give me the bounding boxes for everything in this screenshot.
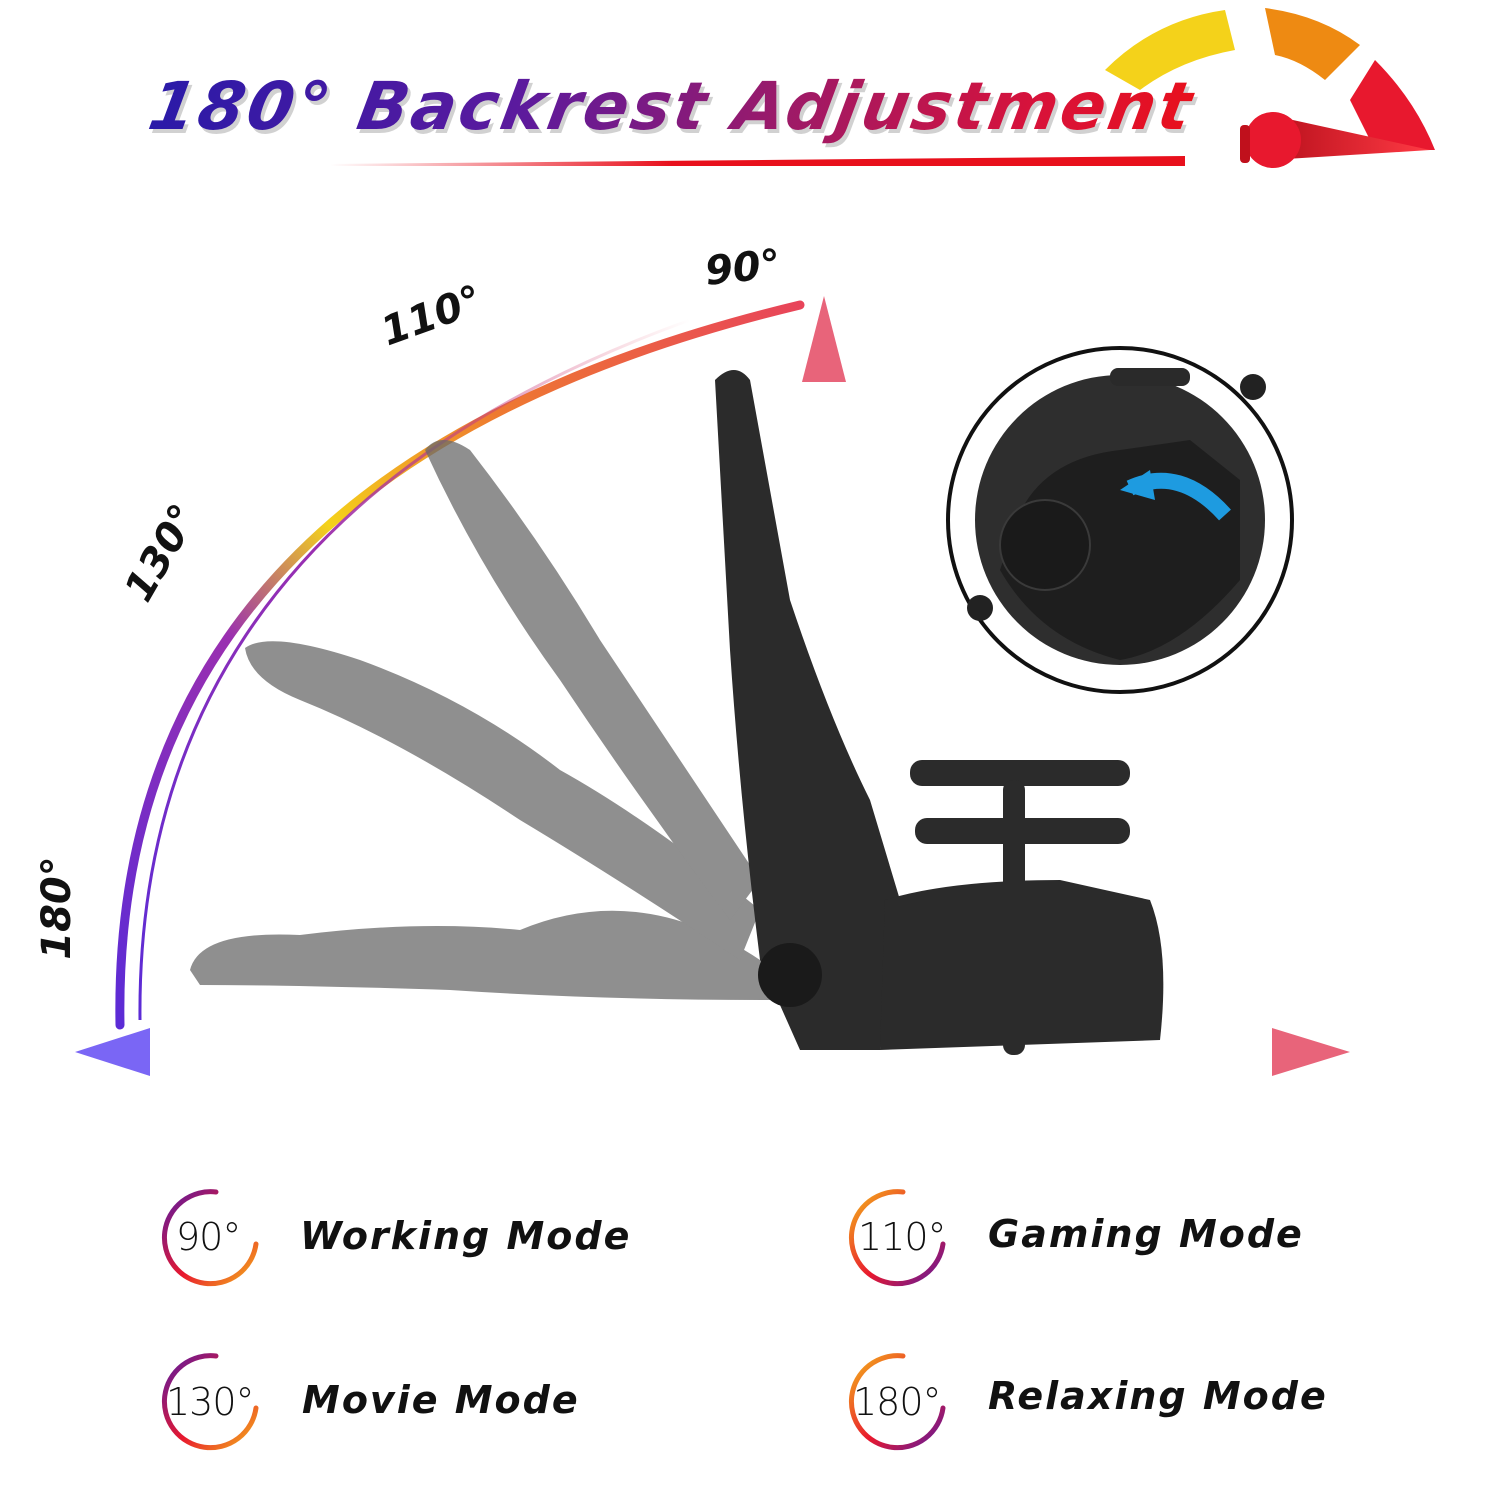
angle-label-180: 180°: [33, 856, 80, 960]
angle-arc: [115, 300, 805, 1030]
backrest-130: [245, 641, 760, 960]
title-underline: [330, 156, 1185, 166]
mode-degree-gaming: 110°: [858, 1215, 947, 1259]
angle-label-90: 90°: [702, 241, 783, 295]
mode-degree-relaxing: 180°: [853, 1380, 942, 1424]
recline-lever-detail-inset: [946, 346, 1294, 694]
mode-label-gaming: Gaming Mode: [988, 1212, 1304, 1256]
mode-ring-icon: [161, 1189, 259, 1287]
mode-label-movie: Movie Mode: [302, 1378, 580, 1422]
mode-ring-icon: [848, 1189, 946, 1287]
mode-ring-icon: [161, 1353, 259, 1451]
speedometer-gauge-icon: [1105, 8, 1435, 168]
mode-label-relaxing: Relaxing Mode: [988, 1374, 1328, 1418]
inset-dot-bottom: [967, 595, 993, 621]
backrest-110: [425, 440, 760, 920]
mode-degree-movie: 130°: [166, 1380, 255, 1424]
inset-dot-top: [1240, 374, 1266, 400]
backrest-90: [715, 370, 900, 1050]
armrest-post: [1003, 780, 1025, 1055]
armrest-upper: [910, 760, 1130, 786]
mode-label-working: Working Mode: [300, 1214, 632, 1258]
mode-ring-icon: [848, 1353, 946, 1451]
mode-degree-working: 90°: [176, 1215, 241, 1259]
recline-hinge: [758, 943, 822, 1007]
backrest-180: [190, 910, 770, 1000]
